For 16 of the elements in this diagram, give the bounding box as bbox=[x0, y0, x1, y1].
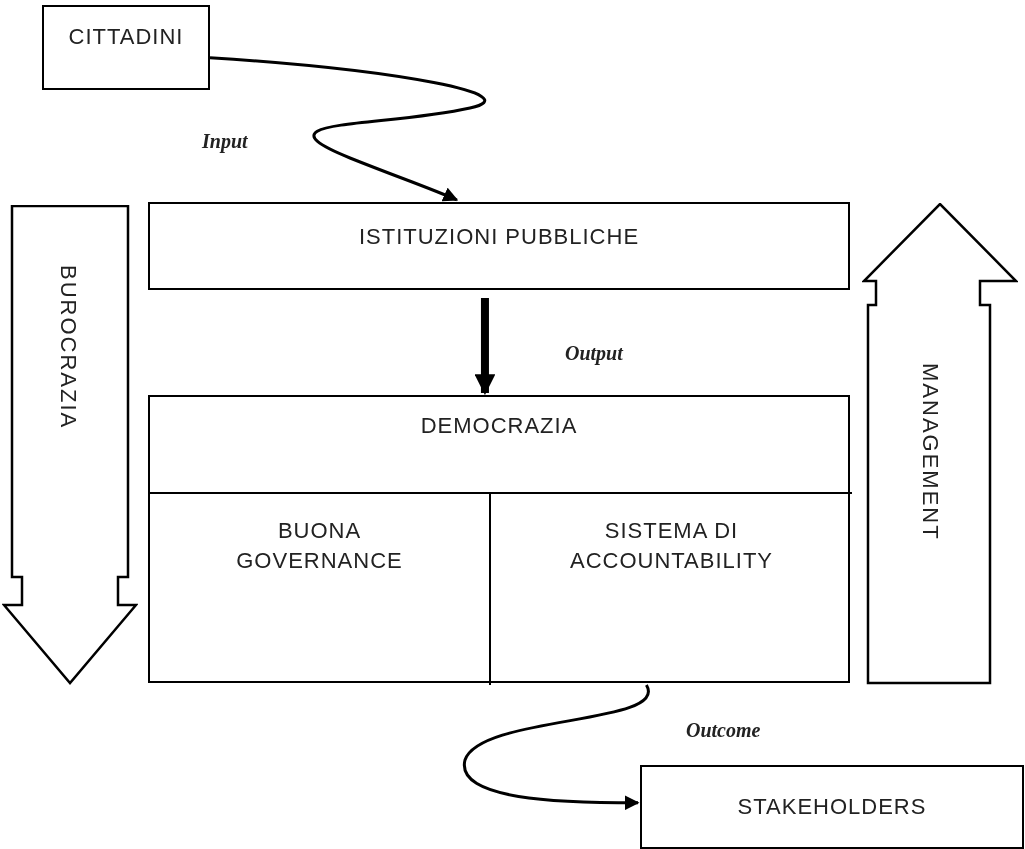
arrow-label: MANAGEMENT bbox=[917, 363, 944, 541]
arrow-label: BUROCRAZIA bbox=[55, 265, 82, 430]
node-label: ISTITUZIONI PUBBLICHE bbox=[358, 223, 640, 251]
table-cell bbox=[489, 492, 852, 685]
node-label: BUONA GOVERNANCE bbox=[235, 517, 404, 575]
node-label: DEMOCRAZIA bbox=[420, 412, 578, 440]
arrow bbox=[209, 56, 486, 202]
down-arrow-shape bbox=[2, 205, 138, 685]
up-arrow-shape bbox=[862, 203, 1018, 685]
process-box bbox=[148, 202, 850, 290]
process-box bbox=[640, 765, 1024, 849]
process-box bbox=[42, 5, 210, 90]
node-label: SISTEMA DI ACCOUNTABILITY bbox=[568, 517, 775, 575]
node-label: STAKEHOLDERS bbox=[737, 793, 927, 821]
node-label: CITTADINI bbox=[68, 22, 184, 51]
split-box bbox=[148, 395, 850, 683]
